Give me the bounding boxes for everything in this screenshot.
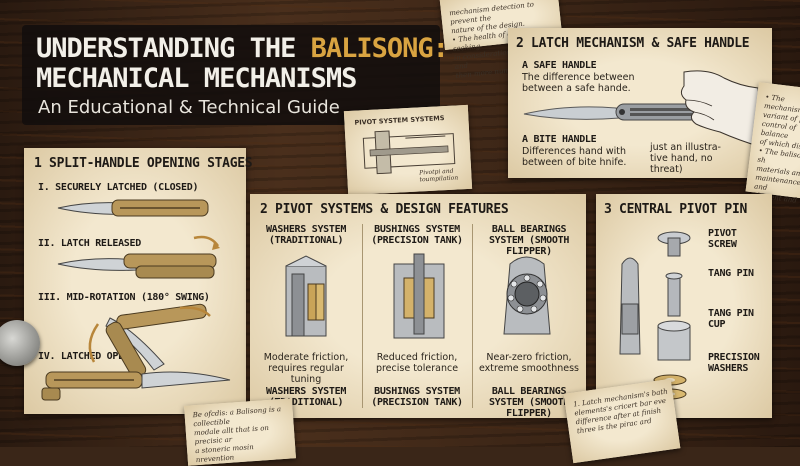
stage-label-released: II. LATCH RELEASED: [38, 238, 141, 249]
column-divider: [472, 224, 473, 408]
stage-label-latched-open: IV. LATCHED OPEN: [38, 351, 130, 362]
pivot-systems-illustration: [285, 253, 551, 339]
bearings-description: Near-zero friction, extreme smoothness: [478, 352, 580, 374]
pivot-section-heading: 2 PIVOT SYSTEMS & DESIGN FEATURES: [260, 202, 509, 217]
title-banner: UNDERSTANDING THE BALISONG: MECHANICAL M…: [22, 25, 449, 125]
tang-pin-label: TANG PIN: [708, 268, 754, 279]
latch-mechanism-panel: 2 LATCH MECHANISM & SAFE HANDLE A SAFE H…: [508, 28, 772, 178]
safe-handle-text: The difference between between a safe ha…: [522, 72, 635, 94]
pivot-systems-panel: 2 PIVOT SYSTEMS & DESIGN FEATURES WASHER…: [250, 194, 586, 419]
split-section-heading: 1 SPLIT-HANDLE OPENING STAGES: [34, 156, 253, 171]
hand-note-text: just an illustra-tive hand, no threat): [650, 142, 721, 175]
washers-column-title: WASHERS SYSTEM (TRADITIONAL): [265, 224, 347, 246]
page-title-line1: UNDERSTANDING THE BALISONG:: [36, 33, 449, 64]
pivot-card-caption: Pivotpi and toumpilation: [419, 167, 459, 184]
page-title-line2: MECHANICAL MECHANISMS: [36, 63, 357, 94]
stage-label-mid-rotation: III. MID-ROTATION (180° SWING): [38, 292, 210, 303]
latch-section-heading: 2 LATCH MECHANISM & SAFE HANDLE: [516, 36, 750, 51]
pivot-system-card: PIVOT SYSTEM SYSTEMS Pivotpi and toumpil…: [343, 104, 473, 196]
opening-stages-illustration: [41, 199, 231, 401]
bite-handle-text: Differences hand with between of bite hn…: [522, 146, 627, 168]
column-divider: [362, 224, 363, 408]
safe-handle-label: A SAFE HANDLE: [522, 60, 597, 71]
central-section-heading: 3 CENTRAL PIVOT PIN: [604, 202, 748, 217]
central-pivot-panel: 3 CENTRAL PIVOT PIN PIVOT SCREW TANG PIN…: [596, 194, 772, 418]
washers-column-footer: WASHERS SYSTEM (TRADITIONAL): [265, 386, 347, 408]
bearings-column-footer: BALL BEARINGS SYSTEM (SMOOTH FLIPPER): [488, 386, 570, 419]
bite-handle-label: A BITE HANDLE: [522, 134, 597, 145]
bottom-left-note-text: Be ofcdis: a Balisong is a collectible m…: [192, 405, 282, 465]
pivot-screw-label: PIVOT SCREW: [708, 228, 737, 250]
precision-washers-label: PRECISION WASHERS: [708, 352, 760, 374]
bottom-left-note: Be ofcdis: a Balisong is a collectible m…: [184, 398, 296, 466]
bushings-column-footer: BUSHINGS SYSTEM (PRECISION TANK): [371, 386, 463, 408]
bearings-column-title: BALL BEARINGS SYSTEM (SMOOTH FLIPPER): [488, 224, 570, 257]
bushings-description: Reduced friction, precise tolerance: [375, 352, 459, 374]
stage-label-closed: I. SECURELY LATCHED (CLOSED): [38, 182, 199, 193]
bushings-column-title: BUSHINGS SYSTEM (PRECISION TANK): [371, 224, 463, 246]
split-handle-panel: 1 SPLIT-HANDLE OPENING STAGES I. SECUREL…: [24, 148, 253, 414]
bottom-right-note-text: 1. Latch mechanism's bath elements's cri…: [572, 387, 669, 436]
washers-description: Moderate friction, requires regular tuni…: [263, 352, 349, 385]
page-subtitle: An Educational & Technical Guide: [38, 97, 340, 118]
closed-knife-with-hand-icon: [523, 70, 765, 149]
coin-icon: [0, 320, 40, 366]
bottom-right-note: 1. Latch mechanism's bath elements's cri…: [563, 378, 681, 464]
tang-pin-cup-label: TANG PIN CUP: [708, 308, 754, 330]
pivot-cross-section-icon: [362, 130, 456, 175]
